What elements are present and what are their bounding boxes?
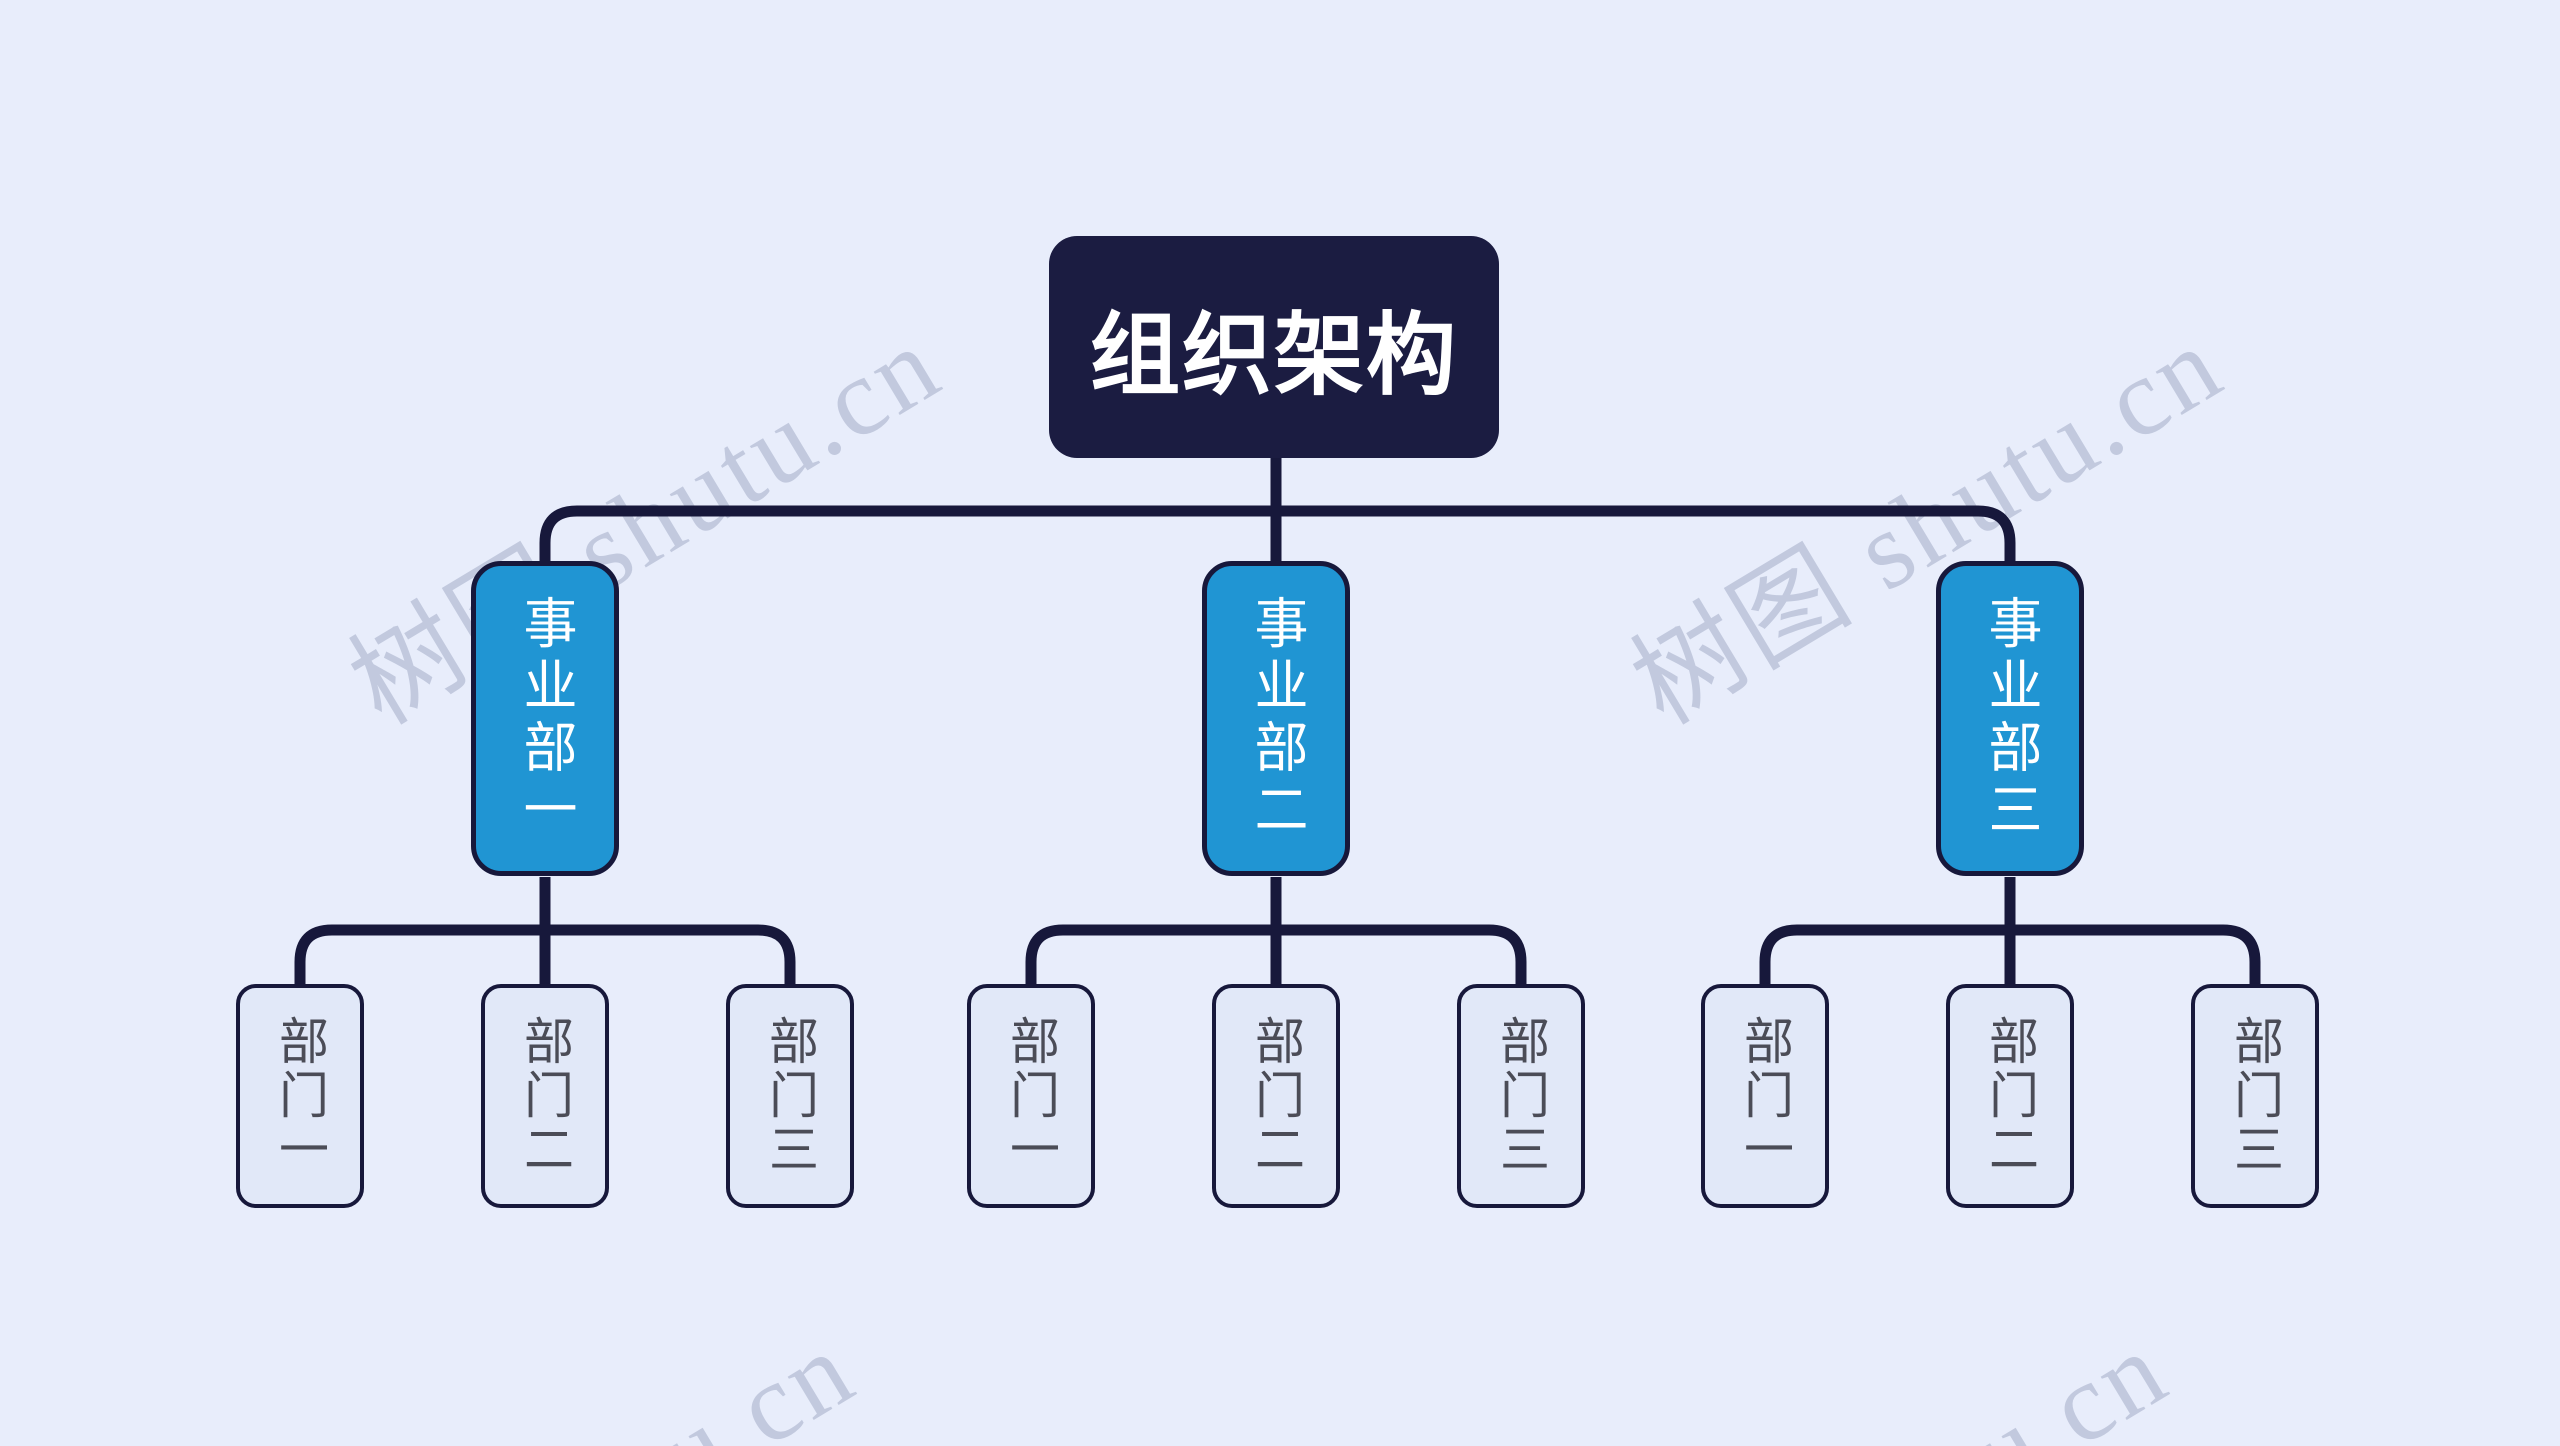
department-node-1-1[interactable]: 部门一 [236,984,364,1208]
department-node-1-1-label: 部门一 [272,1015,328,1177]
division-node-1[interactable]: 事业部一 [471,561,619,876]
department-node-3-3[interactable]: 部门三 [2191,984,2319,1208]
division-node-2-label: 事业部二 [1246,594,1306,843]
division-node-3[interactable]: 事业部三 [1936,561,2084,876]
connector-div1-bar [294,924,796,986]
department-node-2-3-label: 部门三 [1493,1015,1549,1177]
department-node-3-1-label: 部门一 [1737,1015,1793,1177]
connector-div3-bar [1759,924,2261,986]
department-node-2-2-label: 部门二 [1248,1015,1304,1177]
root-node-label: 组织架构 [1090,306,1458,406]
department-node-3-1[interactable]: 部门一 [1701,984,1829,1208]
division-node-1-label: 事业部一 [515,594,575,843]
department-node-1-2-label: 部门二 [517,1015,573,1177]
division-node-3-label: 事业部三 [1980,594,2040,843]
department-node-2-1[interactable]: 部门一 [967,984,1095,1208]
root-node[interactable]: 组织架构 [1049,236,1499,458]
department-node-3-3-label: 部门三 [2227,1015,2283,1177]
department-node-1-3-label: 部门三 [762,1015,818,1177]
department-node-1-3[interactable]: 部门三 [726,984,854,1208]
connector-level1-bar [539,505,2016,564]
department-node-1-2[interactable]: 部门二 [481,984,609,1208]
connector-div2-bar [1025,924,1527,986]
division-node-2[interactable]: 事业部二 [1202,561,1350,876]
department-node-2-1-label: 部门一 [1003,1015,1059,1177]
department-node-3-2-label: 部门二 [1982,1015,2038,1177]
department-node-2-3[interactable]: 部门三 [1457,984,1585,1208]
department-node-3-2[interactable]: 部门二 [1946,984,2074,1208]
department-node-2-2[interactable]: 部门二 [1212,984,1340,1208]
